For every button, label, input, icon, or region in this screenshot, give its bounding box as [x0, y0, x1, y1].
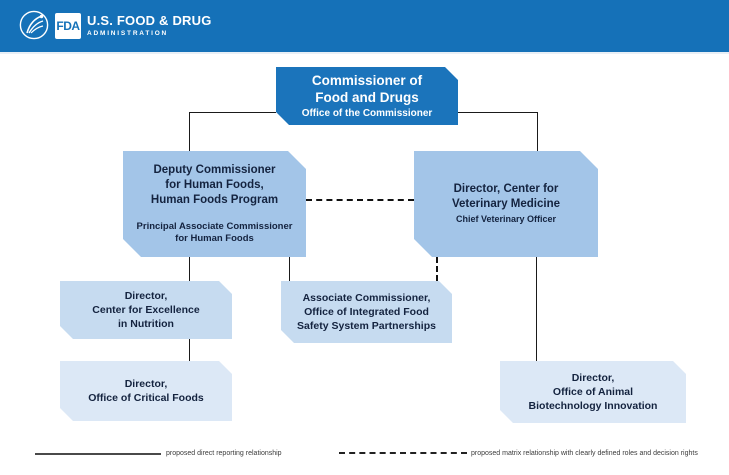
legend-solid-label: proposed direct reporting relationship	[166, 450, 282, 457]
connector-commissioner-deputy-vertical	[189, 112, 190, 151]
connector-commissioner-deputy-horizontal	[189, 112, 276, 113]
hhs-eagle-icon	[19, 10, 49, 40]
agency-name-line1: U.S. FOOD & DRUG	[87, 13, 212, 28]
legend-dashed-line-sample	[339, 452, 467, 454]
connector-deputy-cvm-matrix-dashed	[306, 199, 414, 201]
org-node-director-animal-biotechnology-innovation: Director, Office of Animal Biotechnology…	[500, 361, 686, 423]
legend-solid-line-sample	[35, 453, 161, 455]
nutrition-title: Director, Center for Excellence in Nutri…	[92, 289, 200, 331]
org-node-director-center-excellence-nutrition: Director, Center for Excellence in Nutri…	[60, 281, 232, 339]
integrated-food-safety-title: Associate Commissioner, Office of Integr…	[297, 291, 436, 333]
agency-name: U.S. FOOD & DRUG ADMINISTRATION	[87, 13, 212, 37]
connector-commissioner-cvm-horizontal	[458, 112, 538, 113]
deputy-subtitle: Principal Associate Commissioner for Hum…	[136, 220, 293, 244]
commissioner-title: Commissioner of Food and Drugs	[311, 72, 423, 105]
connector-nutrition-critical-foods	[189, 339, 190, 361]
org-node-commissioner: Commissioner of Food and Drugs Office of…	[276, 67, 458, 125]
animal-biotech-title: Director, Office of Animal Biotechnology…	[528, 371, 658, 413]
commissioner-subtitle: Office of the Commissioner	[301, 108, 433, 120]
connector-deputy-nutrition	[189, 257, 190, 281]
connector-commissioner-cvm-vertical	[537, 112, 538, 151]
connector-deputy-integrated-food-safety	[289, 257, 290, 281]
org-node-associate-commissioner-integrated-food-safety: Associate Commissioner, Office of Integr…	[281, 281, 452, 343]
org-node-director-veterinary-medicine: Director, Center for Veterinary Medicine…	[414, 151, 598, 257]
org-node-deputy-commissioner-human-foods: Deputy Commissioner for Human Foods, Hum…	[123, 151, 306, 257]
agency-name-line2: ADMINISTRATION	[87, 30, 169, 37]
cvm-title: Director, Center for Veterinary Medicine	[451, 183, 561, 211]
fda-logo: FDA	[55, 13, 81, 39]
deputy-title: Deputy Commissioner for Human Foods, Hum…	[150, 163, 279, 206]
connector-cvm-integrated-food-safety-matrix-dashed	[436, 257, 438, 281]
cvm-subtitle: Chief Veterinary Officer	[455, 214, 557, 225]
connector-cvm-animal-biotech	[536, 257, 537, 361]
fda-header-bar: FDA U.S. FOOD & DRUG ADMINISTRATION	[0, 0, 729, 54]
fda-logo-text: FDA	[56, 19, 80, 33]
legend-dashed-label: proposed matrix relationship with clearl…	[471, 450, 698, 457]
critical-foods-title: Director, Office of Critical Foods	[88, 377, 204, 404]
org-node-director-office-critical-foods: Director, Office of Critical Foods	[60, 361, 232, 421]
